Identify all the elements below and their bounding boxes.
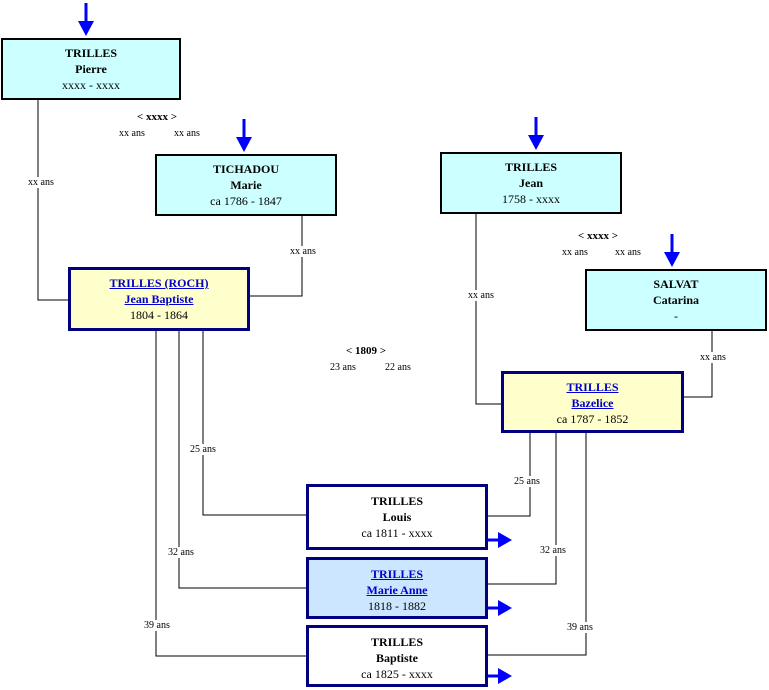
age-label: 25 ans — [514, 476, 540, 487]
connector-mother-louis — [487, 431, 531, 517]
connector-father-louis — [202, 330, 308, 516]
age-label: 25 ans — [190, 444, 216, 455]
surname: SALVAT — [653, 277, 699, 291]
surname: TRILLES — [64, 46, 118, 60]
given-name-link[interactable]: Bazelice — [571, 396, 614, 410]
age-label: xx ans — [290, 246, 316, 257]
surname: TRILLES — [504, 160, 558, 174]
surname: TRILLES — [370, 635, 424, 649]
surname-link[interactable]: TRILLES — [566, 380, 619, 394]
connector-mother-marie-anne — [487, 431, 557, 585]
marriage-age-wife-left: xx ans — [174, 128, 200, 139]
given-name-link[interactable]: Marie Anne — [366, 583, 428, 597]
life-dates: ca 1786 - 1847 — [210, 194, 282, 208]
arrow-right-icon[interactable] — [488, 668, 512, 684]
surname-link[interactable]: TRILLES — [370, 567, 424, 581]
marriage-age-husband-center: 23 ans — [330, 362, 356, 373]
connector-pierre-child — [37, 100, 70, 301]
arrow-down-icon[interactable] — [663, 234, 681, 268]
given-name: Pierre — [75, 62, 107, 76]
age-label: 39 ans — [567, 622, 593, 633]
marriage-date-left: < xxxx > — [137, 111, 178, 123]
person-pierre-trilles[interactable]: TRILLES Pierre xxxx - xxxx — [1, 38, 181, 100]
person-marie-anne-trilles: TRILLES Marie Anne 1818 - 1882 — [306, 557, 488, 619]
person-marie-tichadou[interactable]: TICHADOU Marie ca 1786 - 1847 — [155, 154, 337, 216]
given-name: Louis — [382, 510, 412, 524]
life-dates: 1818 - 1882 — [368, 599, 426, 613]
age-label: 32 ans — [168, 547, 194, 558]
life-dates: ca 1787 - 1852 — [556, 412, 629, 426]
age-label: 39 ans — [144, 620, 170, 631]
age-label: 32 ans — [540, 545, 566, 556]
given-name: Baptiste — [376, 651, 418, 665]
marriage-age-wife-center: 22 ans — [385, 362, 411, 373]
life-dates: ca 1825 - xxxx — [361, 667, 433, 681]
person-louis-trilles[interactable]: TRILLES Louis ca 1811 - xxxx — [306, 484, 488, 550]
connector-catarina-child — [683, 331, 713, 398]
life-dates: 1758 - xxxx — [502, 192, 560, 206]
person-bazelice-trilles: TRILLES Bazelice ca 1787 - 1852 — [501, 371, 684, 433]
arrow-right-icon[interactable] — [488, 532, 512, 548]
surname: TRILLES — [370, 494, 424, 508]
arrow-down-icon[interactable] — [235, 119, 253, 153]
life-dates: - — [674, 309, 678, 323]
marriage-age-wife-right: xx ans — [615, 247, 641, 258]
marriage-date-center: < 1809 > — [346, 345, 387, 357]
marriage-age-husband-left: xx ans — [119, 128, 145, 139]
life-dates: ca 1811 - xxxx — [361, 526, 433, 540]
age-label: xx ans — [468, 290, 494, 301]
marriage-age-husband-right: xx ans — [562, 247, 588, 258]
arrow-down-icon[interactable] — [527, 117, 545, 151]
given-name: Catarina — [653, 293, 699, 307]
connector-father-marie-anne — [178, 330, 308, 589]
person-jean-baptiste-trilles: TRILLES (ROCH) Jean Baptiste 1804 - 1864 — [68, 267, 250, 331]
age-label: xx ans — [28, 177, 54, 188]
marriage-date-right: < xxxx > — [578, 230, 619, 242]
given-name: Jean — [519, 176, 543, 190]
life-dates: 1804 - 1864 — [130, 308, 188, 322]
arrow-down-icon[interactable] — [77, 3, 95, 37]
life-dates: xxxx - xxxx — [62, 78, 120, 92]
person-catarina-salvat[interactable]: SALVAT Catarina - — [585, 269, 767, 331]
person-jean-trilles[interactable]: TRILLES Jean 1758 - xxxx — [440, 152, 622, 214]
age-label: xx ans — [700, 352, 726, 363]
person-baptiste-trilles[interactable]: TRILLES Baptiste ca 1825 - xxxx — [306, 625, 488, 687]
surname: TICHADOU — [212, 162, 279, 176]
connector-marie-child — [249, 215, 303, 297]
arrow-right-icon[interactable] — [488, 600, 512, 616]
connector-jean-child — [475, 213, 503, 405]
connector-mother-baptiste — [487, 431, 587, 656]
surname-link[interactable]: TRILLES (ROCH) — [109, 276, 209, 290]
given-name: Marie — [230, 178, 262, 192]
given-name-link[interactable]: Jean Baptiste — [124, 292, 194, 306]
connector-father-baptiste — [155, 330, 308, 657]
